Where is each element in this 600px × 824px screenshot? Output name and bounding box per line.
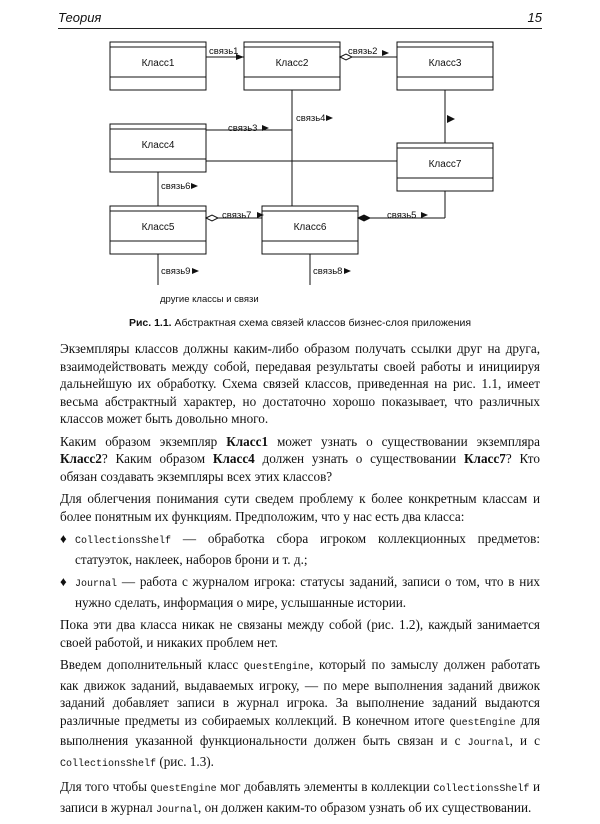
- class-ref: Класс1: [226, 433, 269, 449]
- figure-caption-label: Рис. 1.1.: [128, 317, 172, 329]
- text-run: Для того чтобы: [60, 779, 151, 794]
- paragraph-3: Для облегчения понимания сути сведем про…: [60, 491, 540, 524]
- text-run: — работа с журналом игрока: статусы зада…: [75, 574, 540, 610]
- text-run: ? Кто обязан создавать экземпляры всех э…: [60, 451, 540, 484]
- link-label-1: связь1: [209, 46, 238, 57]
- diagram-note: другие классы и связи: [160, 294, 259, 305]
- code-ref: CollectionsShelf: [60, 758, 157, 770]
- class-label-1: Класс1: [142, 58, 175, 69]
- class-box-6: [261, 205, 359, 255]
- paragraph-1: Экземпляры классов должны каким-либо обр…: [60, 341, 540, 426]
- class-box-4: [109, 123, 207, 173]
- class-label-4: Класс4: [142, 140, 175, 151]
- code-ref: CollectionsShelf: [433, 784, 530, 795]
- class-diagram: Класс1 Класс2 Класс3 Класс4 Класс7 Класс…: [109, 41, 494, 305]
- link-label-2: связь2: [348, 46, 377, 57]
- link-label-3: связь3: [228, 123, 257, 134]
- text-run: мог добавлять элементы в коллекции: [216, 779, 434, 794]
- text-run: — обработка сбора игроком коллекционных …: [75, 531, 540, 567]
- figure-caption: Рис. 1.1. Абстрактная схема связей класс…: [0, 317, 600, 329]
- body-text: Экземпляры классов должны каким-либо обр…: [60, 340, 540, 824]
- class-box-1: [109, 41, 207, 91]
- paragraph-6: Для того чтобы QuestEngine мог добавлять…: [60, 778, 540, 819]
- link-label-5: связь5: [387, 210, 416, 221]
- class-label-7: Класс7: [429, 159, 462, 170]
- link-label-8: связь8: [313, 266, 342, 277]
- code-ref: Journal: [75, 579, 118, 590]
- text-run: , он должен каким-то образом узнать об и…: [197, 799, 532, 815]
- class-box-2: [243, 41, 341, 91]
- chapter-title: Теория: [58, 10, 102, 25]
- class-label-5: Класс5: [142, 222, 175, 233]
- class-ref: Класс2: [60, 451, 102, 466]
- code-ref: Journal: [155, 804, 198, 816]
- class-box-3: [396, 41, 494, 91]
- code-ref: QuestEngine: [243, 662, 310, 673]
- paragraph-5: Введем дополнительный класс QuestEngine,…: [60, 656, 540, 773]
- diamond-bullet-icon: ♦: [60, 574, 67, 589]
- text-run: для выполнения указанной функциональност…: [60, 712, 540, 749]
- class-label-3: Класс3: [429, 58, 462, 69]
- figure-caption-text: Абстрактная схема связей классов бизнес-…: [174, 317, 472, 329]
- paragraph-4: Пока эти два класса никак не связаны меж…: [60, 617, 540, 650]
- link-label-7: связь7: [222, 210, 251, 221]
- text-run: Введем дополнительный класс: [60, 657, 244, 672]
- diamond-bullet-icon: ♦: [60, 531, 67, 546]
- class-ref: Класс4: [212, 451, 255, 466]
- list-item: ♦ CollectionsShelf — обработка сбора игро…: [60, 530, 540, 568]
- class-box-7: [396, 142, 494, 192]
- text-run: Каким образом экземпляр: [60, 433, 227, 449]
- list-item: ♦ Journal — работа с журналом игрока: ста…: [60, 573, 540, 611]
- text-run: , который по замыслу должен работать как…: [60, 657, 540, 728]
- paragraph-2: Каким образом экземпляр Класс1 может узн…: [60, 433, 540, 486]
- class-label-2: Класс2: [276, 58, 309, 69]
- link-label-4: связь4: [296, 113, 325, 124]
- page-number: 15: [527, 10, 542, 25]
- code-ref: QuestEngine: [150, 784, 217, 795]
- text-run: , и с: [509, 733, 540, 748]
- code-ref: Journal: [467, 738, 510, 749]
- link-label-6: связь6: [161, 181, 190, 192]
- code-ref: CollectionsShelf: [75, 536, 172, 547]
- page-header: Теория 15: [58, 8, 542, 29]
- text-run: (рис. 1.3).: [156, 753, 214, 769]
- link-label-9: связь9: [161, 266, 190, 277]
- class-label-6: Класс6: [294, 222, 327, 233]
- text-run: должен узнать о существовании: [254, 451, 464, 466]
- text-run: может узнать о существовании экземпляра: [268, 433, 540, 449]
- code-ref: QuestEngine: [449, 717, 516, 729]
- class-box-5: [109, 205, 207, 255]
- class-ref: Класс7: [464, 451, 506, 466]
- text-run: ? Каким образом: [101, 451, 213, 466]
